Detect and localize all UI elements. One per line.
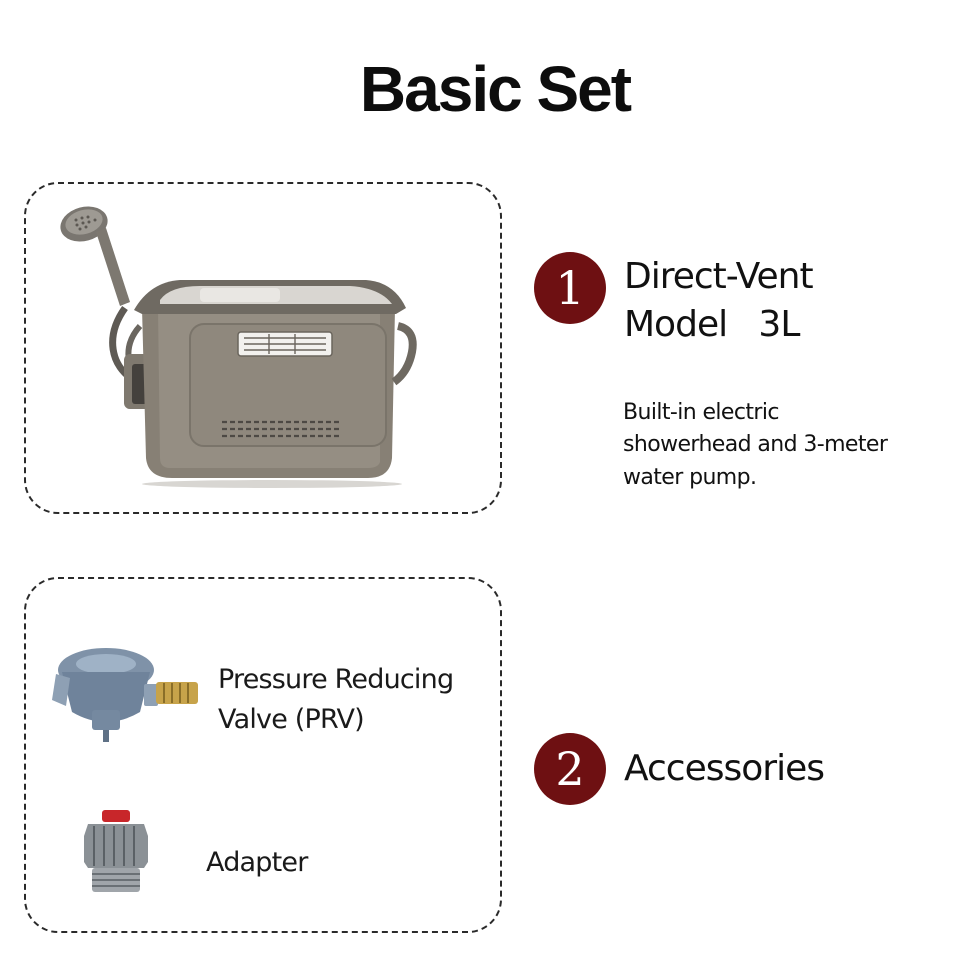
page-title: Basic Set	[359, 53, 632, 125]
water-heater-unit-image	[60, 206, 417, 488]
item-2-heading: Accessories	[624, 748, 825, 789]
adapter-image	[84, 810, 148, 892]
adapter-label: Adapter	[206, 847, 308, 878]
item-1-description-line-1: Built-in electric	[623, 400, 779, 425]
showerhead-icon	[60, 206, 130, 306]
prv-label-line-1: Pressure Reducing	[218, 664, 454, 695]
item-1-description-line-3: water pump.	[623, 465, 757, 490]
step-number-badge-1: 1	[534, 252, 606, 324]
item-1-description-line-2: showerhead and 3-meter	[623, 432, 888, 457]
prv-label-line-2: Valve (PRV)	[218, 704, 365, 735]
item-1-heading-line-2: Model 3L	[624, 304, 800, 345]
pressure-reducing-valve-image	[52, 648, 198, 742]
item-1-heading-line-1: Direct-Vent	[624, 256, 814, 297]
step-number-badge-2: 2	[534, 733, 606, 805]
